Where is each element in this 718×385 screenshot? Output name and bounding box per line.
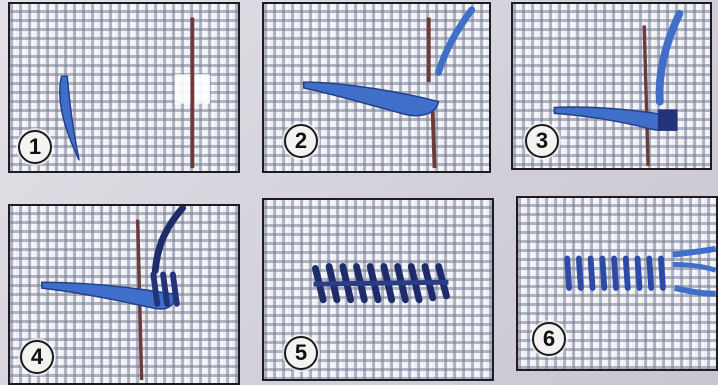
step-number: 1 — [29, 134, 41, 160]
stitch-bar — [173, 274, 177, 303]
step-1-panel: 1 — [8, 2, 240, 173]
step-number: 3 — [536, 128, 548, 154]
step-badge: 6 — [532, 322, 566, 356]
step-number: 5 — [295, 340, 307, 366]
step-badge: 3 — [525, 124, 559, 158]
step-4-panel: 4 — [8, 204, 240, 385]
thread-loop — [554, 107, 670, 130]
step-badge: 5 — [284, 336, 318, 370]
needle — [644, 25, 648, 166]
thread-tail — [675, 288, 716, 294]
stitch-bar — [163, 274, 167, 303]
step-3-panel: 3 — [511, 2, 712, 170]
step-badge: 1 — [18, 130, 52, 164]
thread-tail — [673, 249, 716, 255]
stitch-bar — [153, 274, 157, 303]
step-number: 6 — [543, 326, 555, 352]
step-number: 4 — [31, 344, 43, 370]
step-6-panel: 6 — [516, 196, 718, 371]
thread-tail — [155, 208, 182, 271]
thread-strand — [60, 76, 79, 160]
thread-tail — [673, 264, 716, 270]
step-2-panel: 2 — [262, 2, 491, 173]
stitch-base — [313, 282, 448, 284]
stitch-block — [658, 109, 678, 130]
step-badge: 4 — [20, 340, 54, 374]
thread-tail — [439, 10, 472, 73]
stitch-row — [567, 259, 663, 288]
needle — [433, 111, 435, 168]
thread-loop — [304, 82, 439, 116]
step-5-panel: 5 — [262, 198, 494, 381]
thread-tail — [660, 14, 680, 102]
step-number: 2 — [295, 128, 307, 154]
step-badge: 2 — [284, 124, 318, 158]
